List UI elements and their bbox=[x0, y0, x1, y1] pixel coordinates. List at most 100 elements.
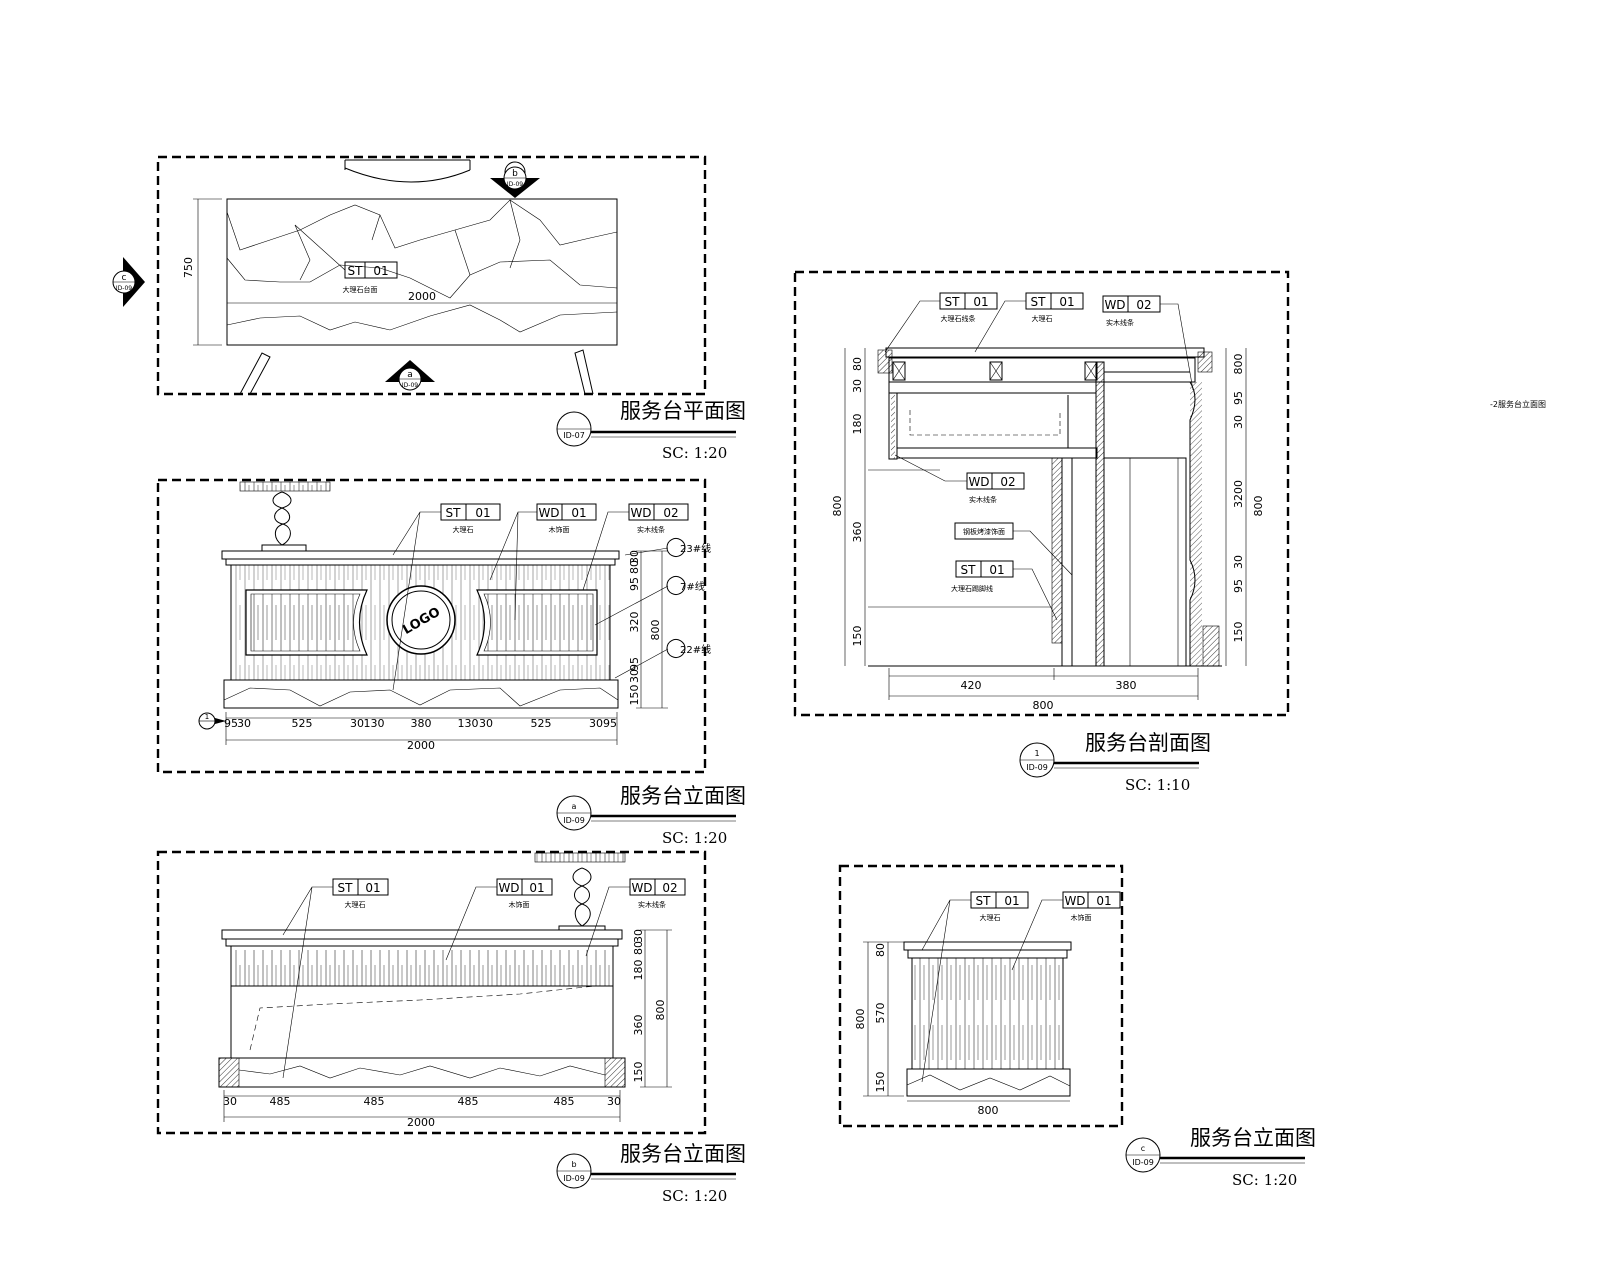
svg-text:80: 80 bbox=[628, 560, 641, 574]
svg-text:01: 01 bbox=[989, 563, 1004, 577]
elevation-c-dims-left: 80 570 150 800 bbox=[854, 941, 904, 1097]
svg-text:WD: WD bbox=[538, 506, 559, 520]
plan-title-block: ID-07 服务台平面图 SC: 1:20 bbox=[556, 399, 746, 462]
elevation-a-tag-st01: ST 01 大理石 bbox=[392, 503, 501, 691]
svg-text:WD: WD bbox=[968, 475, 989, 489]
plan-material-tag: ST 01 大理石台面 bbox=[294, 224, 398, 294]
section-dim-bottom-total: 800 bbox=[1033, 699, 1054, 712]
svg-text:木饰面: 木饰面 bbox=[509, 900, 530, 909]
svg-text:大理石: 大理石 bbox=[1032, 314, 1053, 323]
svg-text:ID-09: ID-09 bbox=[402, 382, 418, 389]
elevation-b-dims-right: 30 80 180 360 150 800 bbox=[632, 929, 672, 1088]
svg-text:360: 360 bbox=[851, 522, 864, 543]
svg-text:01: 01 bbox=[1059, 295, 1074, 309]
svg-text:380: 380 bbox=[411, 717, 432, 730]
svg-text:95: 95 bbox=[603, 717, 617, 730]
section-tag-st01-top-left: ST 01 大理石线条 bbox=[884, 292, 998, 353]
svg-text:02: 02 bbox=[1000, 475, 1015, 489]
svg-text:130: 130 bbox=[364, 717, 385, 730]
svg-text:01: 01 bbox=[529, 881, 544, 895]
svg-text:150: 150 bbox=[874, 1072, 887, 1093]
plan-counter-top bbox=[226, 198, 618, 346]
svg-text:a: a bbox=[407, 370, 413, 380]
svg-text:30: 30 bbox=[1232, 415, 1245, 429]
svg-text:钢板烤漆饰面: 钢板烤漆饰面 bbox=[963, 527, 1005, 536]
svg-text:02: 02 bbox=[1136, 298, 1151, 312]
svg-text:大理石: 大理石 bbox=[453, 525, 474, 534]
svg-text:30: 30 bbox=[628, 550, 641, 564]
svg-text:150: 150 bbox=[632, 1062, 645, 1083]
svg-text:30: 30 bbox=[589, 717, 603, 730]
section-dims-right: 800 95 30 3200 30 95 150 800 bbox=[1225, 348, 1265, 666]
elevation-a-title-block: a ID-09 服务台立面图 SC: 1:20 bbox=[556, 784, 746, 847]
svg-text:01: 01 bbox=[373, 264, 388, 278]
svg-text:360: 360 bbox=[632, 1015, 645, 1036]
section-label-box: 钢板烤漆饰面 bbox=[954, 522, 1073, 576]
plan-title: 服务台平面图 bbox=[620, 399, 746, 423]
svg-text:ST: ST bbox=[1031, 295, 1047, 309]
svg-text:木饰面: 木饰面 bbox=[549, 525, 570, 534]
elevation-c-scale: SC: 1:20 bbox=[1232, 1171, 1297, 1189]
elevation-c-frame bbox=[838, 864, 1124, 1128]
section-dims-bottom: 420 380 800 bbox=[888, 668, 1199, 712]
svg-text:实木线条: 实木线条 bbox=[969, 495, 997, 504]
elevation-a-scale: SC: 1:20 bbox=[662, 829, 727, 847]
svg-text:23#线: 23#线 bbox=[680, 542, 711, 555]
elevation-b-tag-st01: ST 01 大理石 bbox=[282, 878, 389, 1079]
svg-text:01: 01 bbox=[571, 506, 586, 520]
section-scale: SC: 1:10 bbox=[1125, 776, 1190, 794]
svg-text:大理石踢脚线: 大理石踢脚线 bbox=[951, 584, 993, 593]
svg-text:大理石台面: 大理石台面 bbox=[343, 285, 378, 294]
plan-dim-depth: 750 bbox=[182, 257, 195, 278]
section-tag-st01-bottom: ST 01 大理石踢脚线 bbox=[951, 560, 1058, 621]
svg-text:525: 525 bbox=[531, 717, 552, 730]
svg-text:c: c bbox=[122, 273, 127, 283]
svg-text:ID-09: ID-09 bbox=[1026, 763, 1048, 772]
svg-text:30: 30 bbox=[350, 717, 364, 730]
section-dims-left: 80 30 180 360 150 800 bbox=[831, 348, 866, 666]
svg-text:ID-07: ID-07 bbox=[563, 431, 585, 440]
svg-text:大理石: 大理石 bbox=[980, 913, 1001, 922]
svg-text:22#线: 22#线 bbox=[680, 643, 711, 656]
svg-text:30: 30 bbox=[632, 929, 645, 943]
svg-text:80: 80 bbox=[632, 941, 645, 955]
svg-text:30: 30 bbox=[479, 717, 493, 730]
elevation-b-dim-total: 2000 bbox=[407, 1116, 435, 1129]
elevation-b-title-block: b ID-09 服务台立面图 SC: 1:20 bbox=[556, 1142, 746, 1205]
elevation-c-view: ST 01 大理石 WD 01 木饰面 80 570 150 800 800 bbox=[838, 864, 1316, 1189]
svg-text:485: 485 bbox=[270, 1095, 291, 1108]
section-tag-wd02-top-right: WD 02 实木线条 bbox=[1102, 295, 1194, 391]
svg-text:ID-09: ID-09 bbox=[1132, 1158, 1154, 1167]
svg-text:ST: ST bbox=[945, 295, 961, 309]
elevation-a-section-ref: 1 bbox=[198, 712, 226, 730]
elevation-b-title: 服务台立面图 bbox=[620, 1142, 746, 1166]
svg-text:02: 02 bbox=[663, 506, 678, 520]
svg-text:01: 01 bbox=[365, 881, 380, 895]
elevation-b-dim-height: 800 bbox=[654, 1000, 667, 1021]
svg-text:WD: WD bbox=[631, 881, 652, 895]
svg-text:150: 150 bbox=[851, 626, 864, 647]
elevation-a-frame bbox=[156, 478, 707, 774]
elevation-a-dims-right: 30 80 95 320 95 30 150 800 bbox=[628, 550, 668, 709]
svg-text:95: 95 bbox=[628, 577, 641, 591]
svg-text:150: 150 bbox=[628, 685, 641, 706]
svg-text:485: 485 bbox=[458, 1095, 479, 1108]
svg-text:95: 95 bbox=[628, 657, 641, 671]
svg-text:570: 570 bbox=[874, 1003, 887, 1024]
svg-text:a: a bbox=[572, 802, 577, 811]
elevation-b-frame bbox=[156, 850, 707, 1135]
svg-text:ST: ST bbox=[976, 894, 992, 908]
elevation-c-dim-width: 800 bbox=[978, 1104, 999, 1117]
elevation-a-dim-total: 2000 bbox=[407, 739, 435, 752]
elevation-b-tag-wd01: WD 01 木饰面 bbox=[445, 878, 553, 961]
svg-text:01: 01 bbox=[1096, 894, 1111, 908]
svg-text:02: 02 bbox=[662, 881, 677, 895]
svg-text:1: 1 bbox=[205, 713, 209, 721]
section-title: 服务台剖面图 bbox=[1085, 731, 1211, 755]
svg-text:30: 30 bbox=[223, 1095, 237, 1108]
svg-text:ST: ST bbox=[961, 563, 977, 577]
elevation-c-dim-left-total: 800 bbox=[854, 1009, 867, 1030]
svg-text:ID-09: ID-09 bbox=[563, 816, 585, 825]
plan-view: 750 2000 ST 01 大理石台面 b ID-09 a ID-09 bbox=[112, 155, 746, 462]
svg-text:485: 485 bbox=[364, 1095, 385, 1108]
